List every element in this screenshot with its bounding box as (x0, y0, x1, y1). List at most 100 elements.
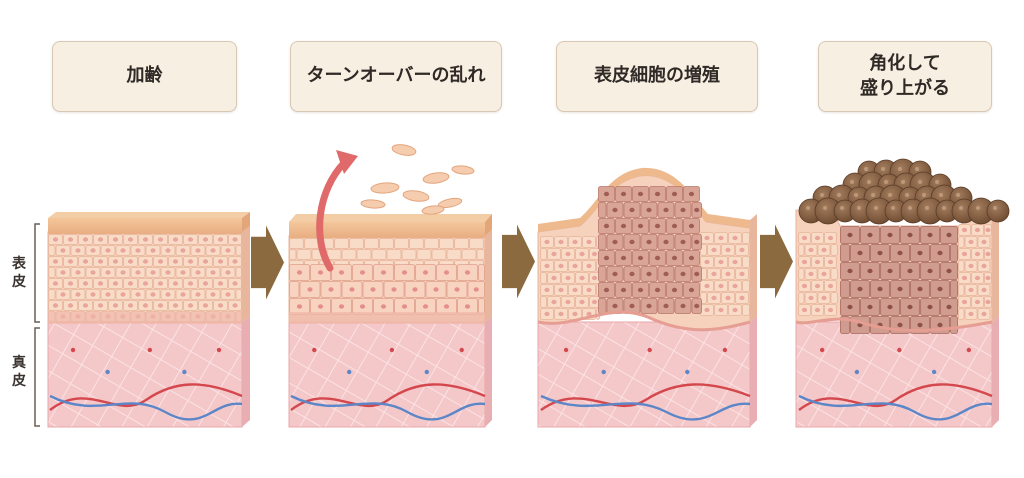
cell-nucleus (150, 292, 156, 297)
cell-nucleus (857, 250, 863, 256)
cell-nucleus (75, 248, 81, 253)
cell-nucleus (157, 237, 164, 242)
skin-cell (48, 267, 56, 278)
cell-nucleus (105, 292, 111, 297)
cell-nucleus (663, 271, 669, 277)
cell-nucleus (544, 311, 550, 317)
cell-nucleus (225, 248, 231, 253)
cell-nucleus (105, 270, 111, 275)
cell-nucleus (847, 232, 853, 238)
cell-nucleus (646, 303, 652, 309)
blood-cell-dot (722, 347, 728, 353)
cell-nucleus (217, 237, 224, 242)
cell-nucleus (422, 270, 429, 275)
cell-nucleus (112, 303, 119, 308)
cell-nucleus (814, 283, 821, 289)
stage-label-aging: 加齢 (52, 41, 237, 112)
cell-nucleus (551, 275, 557, 281)
blood-cell-dot (312, 347, 317, 353)
cell-nucleus (629, 271, 635, 277)
cell-nucleus (718, 307, 724, 313)
blood-cell-dot (182, 369, 187, 375)
cell-nucleus (688, 191, 695, 197)
cell-nucleus (637, 223, 644, 229)
cell-nucleus (586, 287, 592, 293)
cell-nucleus (725, 295, 731, 301)
skin-cell (454, 238, 469, 249)
cell-nucleus (60, 270, 66, 275)
blood-cell-dot (601, 369, 606, 375)
cell-nucleus (827, 259, 834, 265)
cell-nucleus (857, 286, 863, 292)
cell-nucleus (296, 270, 303, 275)
skin-cell (958, 260, 965, 272)
cell-nucleus (671, 191, 678, 197)
cell-nucleus (620, 287, 627, 293)
skin-cell (371, 249, 387, 260)
cell-nucleus (217, 281, 224, 286)
panel-aging (47, 212, 250, 428)
cell-nucleus (808, 247, 814, 253)
right-arrow-icon (502, 224, 535, 299)
stage-label-text-line-2: 盛り上がる (860, 77, 950, 99)
cell-nucleus (412, 287, 418, 292)
artery (540, 383, 751, 411)
cell-nucleus (711, 295, 717, 301)
cell-nucleus (680, 207, 686, 213)
cell-nucleus (150, 270, 156, 275)
cell-nucleus (821, 295, 827, 301)
cell-nucleus (671, 223, 678, 229)
blood-cell-dot (70, 347, 76, 353)
skin-flake (451, 165, 475, 175)
cell-nucleus (814, 259, 821, 265)
cell-nucleus (663, 303, 669, 309)
cell-nucleus (680, 271, 686, 277)
cell-nucleus (187, 303, 194, 308)
cell-nucleus (443, 304, 450, 309)
cell-nucleus (380, 270, 387, 275)
cell-nucleus (401, 304, 408, 309)
blood-cell-dot (216, 347, 222, 353)
cell-nucleus (821, 271, 827, 277)
skin-cell (742, 304, 750, 316)
skin-flake (421, 205, 445, 215)
cell-nucleus (586, 311, 592, 317)
skin-cell (958, 236, 965, 248)
blood-cell-dot (647, 347, 652, 353)
cell-nucleus (847, 268, 853, 274)
cell-nucleus (704, 235, 710, 241)
cell-nucleus (473, 287, 479, 292)
skin-cell (742, 256, 750, 268)
vein (798, 394, 993, 421)
skin-cell (289, 281, 300, 298)
skin-cell (700, 292, 707, 304)
cell-nucleus (558, 311, 564, 317)
cell-nucleus (946, 304, 952, 310)
panel-turnover-disorder (288, 144, 492, 428)
cell-nucleus (82, 281, 89, 286)
cell-nucleus (97, 237, 104, 242)
cell-nucleus (927, 304, 933, 310)
blood-cell-dot (966, 347, 972, 353)
cell-nucleus (52, 303, 59, 308)
upward-curved-arrow-head (336, 150, 358, 174)
cell-nucleus (646, 207, 652, 213)
cell-nucleus (814, 307, 821, 313)
cell-nucleus (981, 239, 987, 245)
dermis-bracket (34, 327, 40, 427)
cell-nucleus (52, 281, 59, 286)
cell-nucleus (847, 304, 853, 310)
cell-nucleus (586, 239, 592, 245)
dermis-label: 真 皮 (12, 355, 26, 389)
cell-nucleus (917, 322, 923, 328)
skin-cell (798, 268, 805, 280)
blood-cell-dot (685, 369, 690, 375)
skin-cell (798, 292, 805, 304)
cell-nucleus (663, 239, 669, 245)
skin-cell (478, 264, 485, 281)
cell-nucleus (637, 255, 644, 261)
blood-cell-dot (854, 369, 860, 375)
skin-cell (950, 280, 958, 298)
cell-nucleus (814, 235, 821, 241)
